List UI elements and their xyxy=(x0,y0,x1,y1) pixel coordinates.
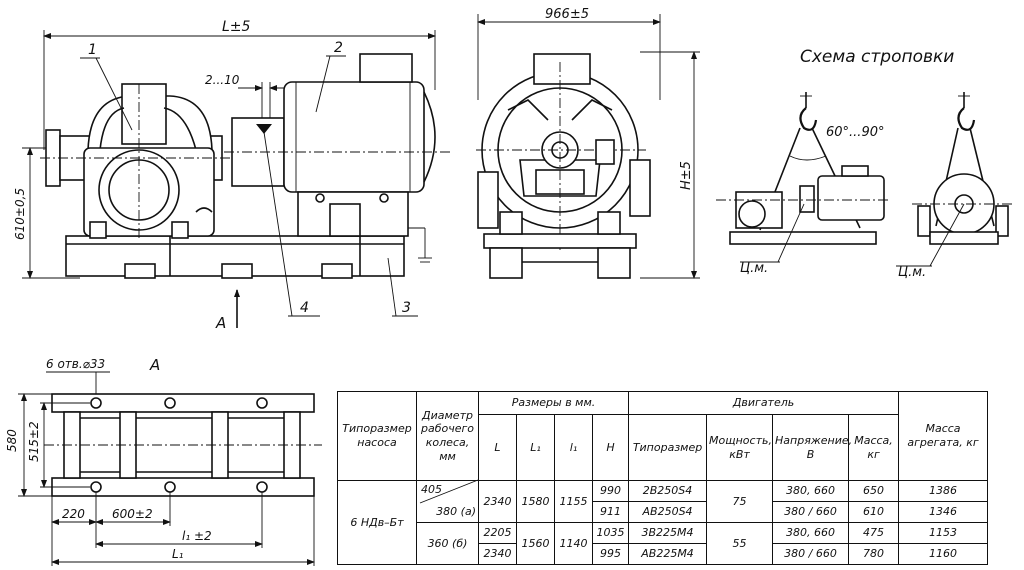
th-motor: Двигатель xyxy=(628,391,900,415)
cell-d1b: 380 (а) xyxy=(436,505,476,519)
dim-L1-label: L₁ xyxy=(172,547,184,561)
pump-casing xyxy=(40,83,240,240)
callout-3: 3 xyxy=(402,300,411,316)
dim-l1-label: l₁ ±2 xyxy=(182,529,212,543)
cell-voltage: 380, 660 xyxy=(772,480,850,502)
dim-220-label: 220 xyxy=(62,507,85,521)
main-view: L±5 610±0,5 xyxy=(13,19,450,332)
cell-unit-mass: 1386 xyxy=(898,480,989,502)
th-mass: Масса, кг xyxy=(848,414,900,481)
cell-voltage: 380 / 660 xyxy=(772,501,850,523)
cell-mass: 475 xyxy=(848,522,900,544)
cell-motor: 3В225М4 xyxy=(628,522,708,544)
th-sizes: Размеры в мм. xyxy=(477,391,630,415)
th-l1: l₁ xyxy=(554,414,593,481)
base-view-title: А xyxy=(149,356,160,374)
dim-length-label: L±5 xyxy=(222,19,251,35)
table-row: 911 АВ250S4 380 / 660 610 1346 xyxy=(338,501,989,523)
cell-H: 911 xyxy=(591,501,630,523)
cell-motor: 2В250S4 xyxy=(628,480,708,502)
spec-table: Типоразмер насоса Диаметр рабочего колес… xyxy=(337,391,989,565)
pump-top-nozzle xyxy=(121,83,167,145)
th-L: L xyxy=(478,414,517,481)
motor-terminal-box xyxy=(359,53,413,83)
th-voltage: Напряжение, В xyxy=(772,414,852,481)
cell-mass: 650 xyxy=(848,480,900,502)
cell-H: 995 xyxy=(591,543,630,565)
cg-label-left: Ц.м. xyxy=(740,261,768,276)
th-unit-mass: Масса агрегата, кг xyxy=(898,391,989,481)
dim-height-label: 610±0,5 xyxy=(13,188,27,240)
motor xyxy=(224,53,450,237)
cell-d2: 360 (б) xyxy=(416,522,479,565)
base-view: А 6 отв.⌀33 580 515±2 xyxy=(5,356,322,566)
cell-H: 990 xyxy=(591,480,630,502)
dim-width-label: 966±5 xyxy=(545,7,589,22)
cell-L: 2340 xyxy=(478,543,517,565)
coupling-guard xyxy=(231,117,285,187)
hook-right-icon xyxy=(957,107,976,131)
cell-mass: 780 xyxy=(848,543,900,565)
cell-L: 2205 xyxy=(478,522,517,544)
cell-l1: 1140 xyxy=(554,522,593,565)
th-pump-type: Типоразмер насоса xyxy=(337,391,417,481)
th-H: H xyxy=(591,414,630,481)
cell-power: 75 xyxy=(706,480,774,523)
cell-power: 55 xyxy=(706,522,774,565)
cell-diameter-a: 405 380 (а) xyxy=(416,480,479,523)
sling-scheme: Схема строповки 60°...90° Ц.м. Ц. xyxy=(716,47,1014,280)
cell-unit-mass: 1346 xyxy=(898,501,989,523)
th-L1: L₁ xyxy=(516,414,555,481)
th-motor-type: Типоразмер xyxy=(628,414,708,481)
cell-l1: 1155 xyxy=(554,480,593,523)
sling-angle: 60°...90° xyxy=(826,125,884,140)
dim-600-label: 600±2 xyxy=(112,507,153,521)
cell-unit-mass: 1153 xyxy=(898,522,989,544)
callout-4: 4 xyxy=(300,300,309,316)
cell-mass: 610 xyxy=(848,501,900,523)
table-row: 6 НДв–Бт 405 380 (а) 2340 1580 1155 990 … xyxy=(337,480,989,565)
table-row: 2340 995 АВ225М4 380 / 660 780 1160 xyxy=(338,543,989,565)
dim-gap-label: 2...10 xyxy=(205,73,240,87)
cg-label-right: Ц.м. xyxy=(898,265,926,280)
cell-L: 2340 xyxy=(478,480,517,523)
side-view: 966±5 H±5 xyxy=(476,7,700,279)
holes-label: 6 отв.⌀33 xyxy=(46,357,105,371)
cell-H: 1035 xyxy=(591,522,630,544)
dim-side-height-label: H±5 xyxy=(679,161,694,190)
cell-voltage: 380, 660 xyxy=(772,522,850,544)
cell-motor: АВ225М4 xyxy=(628,543,708,565)
dim-580-label: 580 xyxy=(5,429,19,452)
callout-2: 2 xyxy=(334,40,343,56)
cell-L1: 1580 xyxy=(516,480,555,523)
view-arrow-label: А xyxy=(215,314,226,332)
table-row: 360 (б) 2205 1560 1140 1035 3В225М4 55 3… xyxy=(338,522,989,565)
cell-voltage: 380 / 660 xyxy=(772,543,850,565)
cell-L1: 1560 xyxy=(516,522,555,565)
cell-d1a: 405 xyxy=(421,483,442,496)
dim-515-label: 515±2 xyxy=(27,421,41,462)
cell-unit-mass: 1160 xyxy=(898,543,989,565)
cell-pump: 6 НДв–Бт xyxy=(337,480,417,565)
th-power: Мощность, кВт xyxy=(706,414,774,481)
sling-title: Схема строповки xyxy=(800,47,954,67)
th-impeller-diameter: Диаметр рабочего колеса, мм xyxy=(416,391,479,481)
cell-motor: АВ250S4 xyxy=(628,501,708,523)
hook-left-icon xyxy=(799,107,818,131)
callout-1: 1 xyxy=(88,42,97,58)
